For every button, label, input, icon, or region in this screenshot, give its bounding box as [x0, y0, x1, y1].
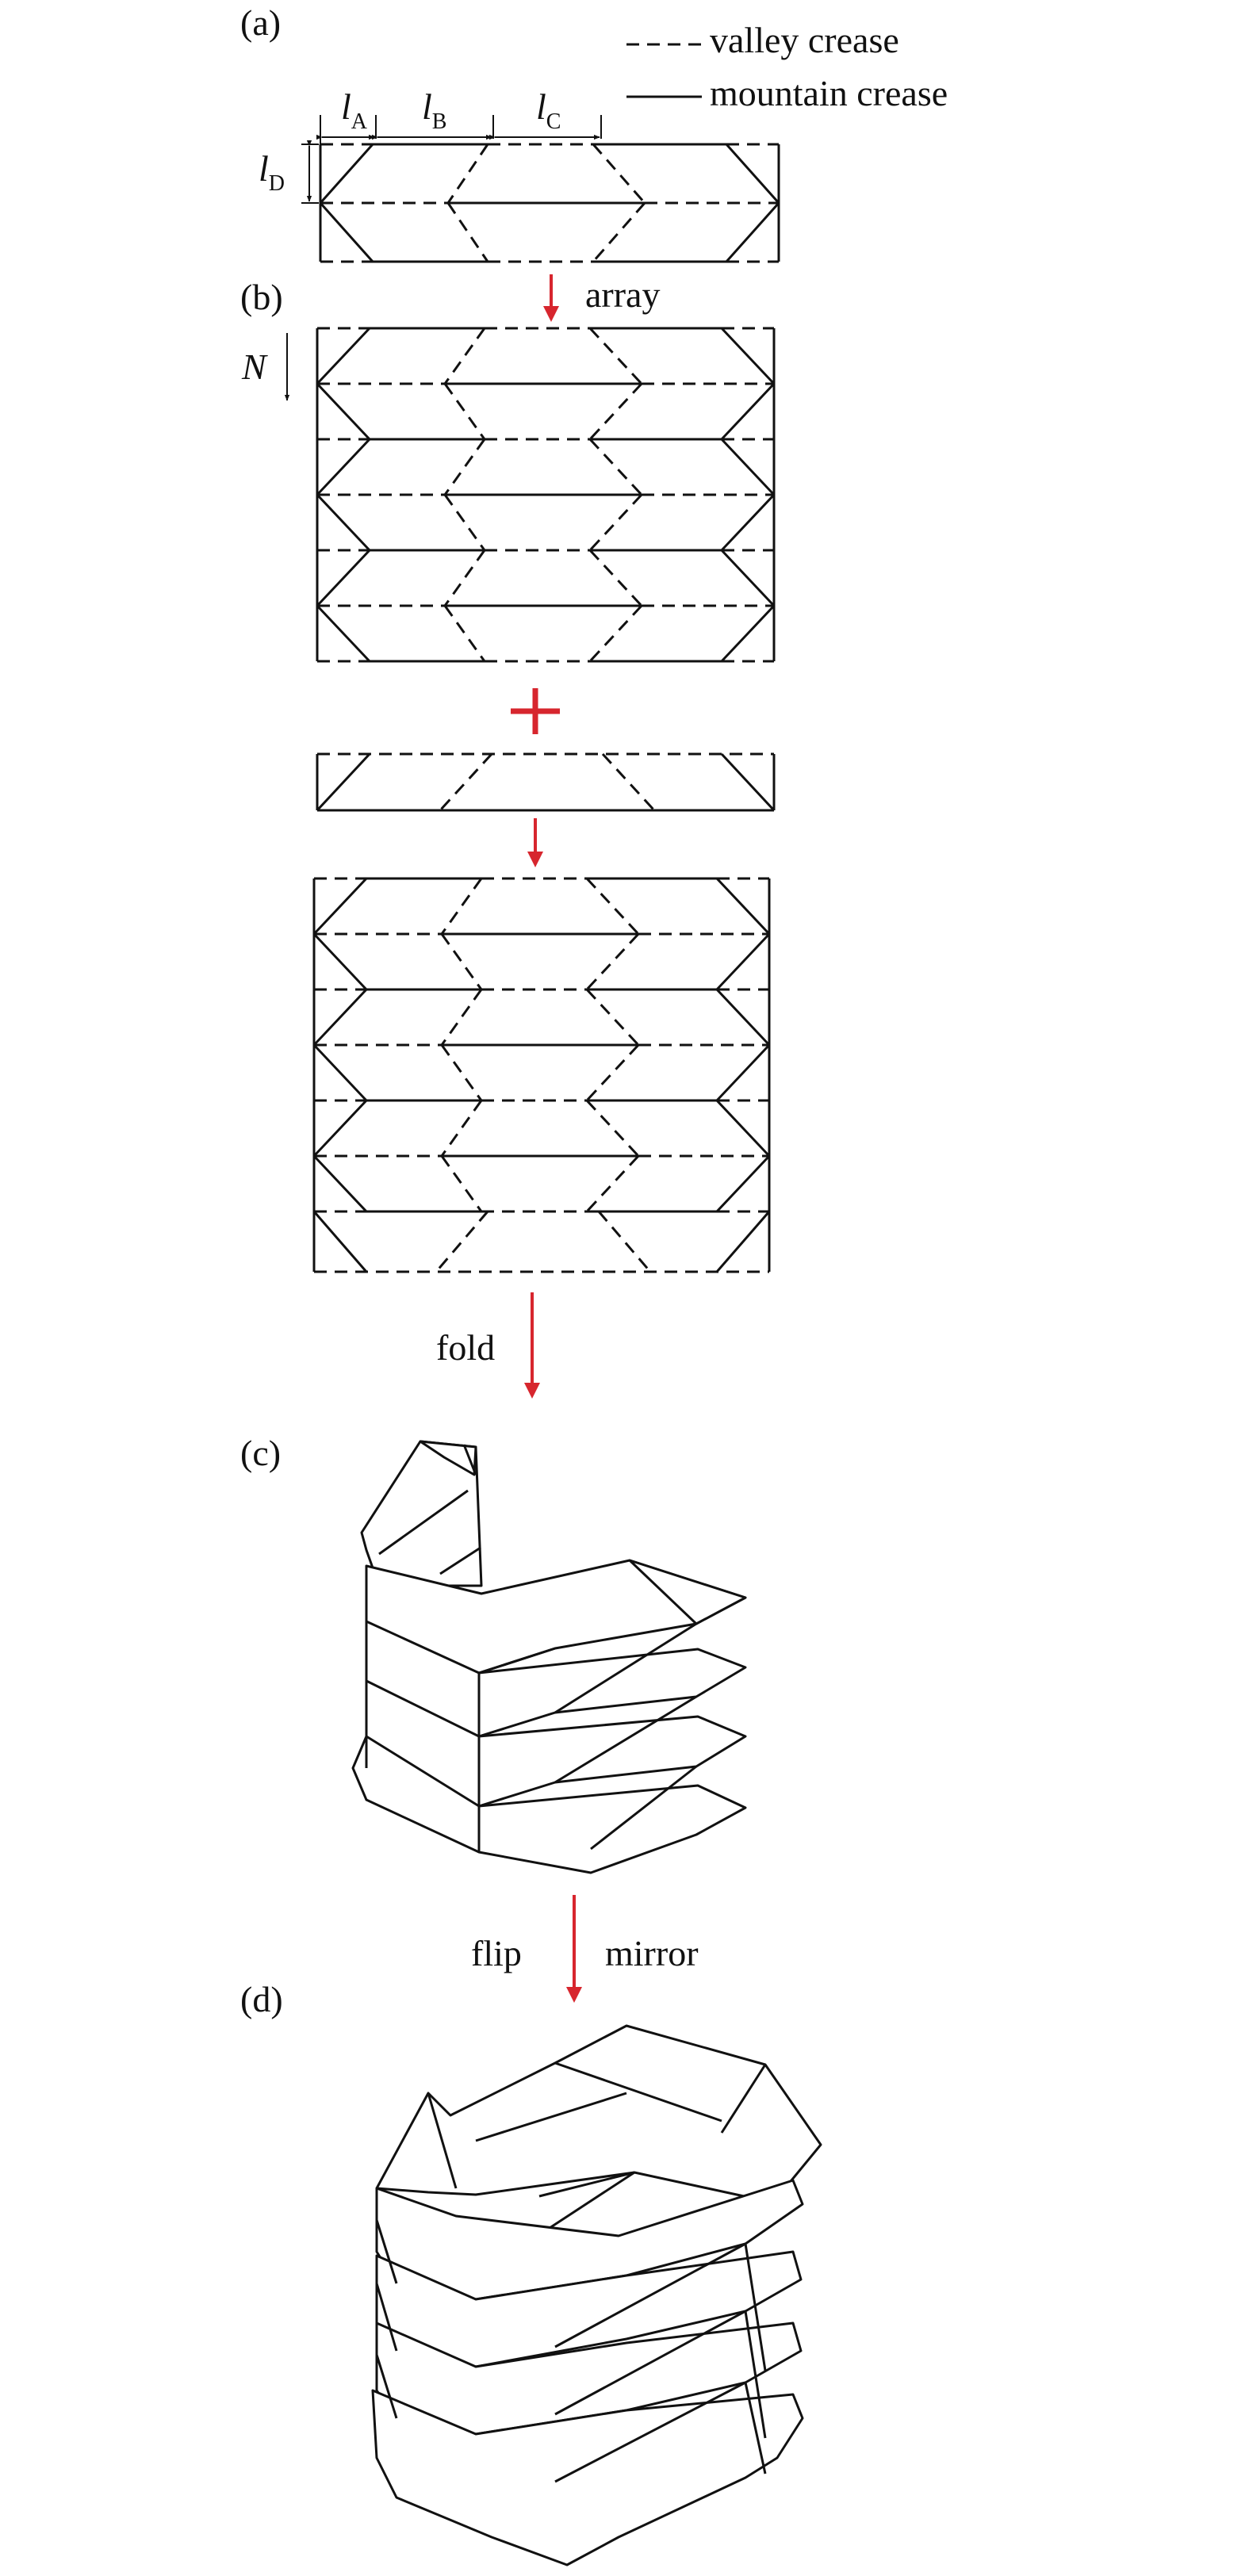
mountain-crease: [715, 1099, 771, 1158]
mountain-crease: [316, 752, 371, 812]
mountain-crease: [720, 327, 776, 385]
valley-crease: [446, 144, 489, 204]
valley-crease: [439, 752, 493, 812]
valley-crease: [588, 327, 643, 385]
mountain-crease: [720, 604, 776, 663]
valley-crease: [443, 494, 486, 551]
mountain-crease: [715, 988, 771, 1047]
mountain-crease: [312, 1154, 368, 1213]
mountain-crease: [316, 327, 371, 385]
mountain-crease: [312, 932, 368, 991]
dim-label-ld: lD: [259, 148, 285, 196]
mountain-crease: [316, 604, 371, 663]
valley-crease: [440, 933, 483, 990]
assembled-tube-model: [371, 2024, 822, 2566]
mountain-crease: [316, 549, 371, 607]
dim-label-la: lA: [341, 86, 368, 134]
dimension-labels: lA lB lC lD N: [241, 86, 561, 387]
valley-crease: [585, 988, 640, 1047]
crease-unit-a: [319, 143, 780, 263]
valley-crease: [601, 752, 656, 812]
step-label-array: array: [585, 274, 660, 315]
valley-crease: [588, 604, 643, 663]
mountain-crease: [725, 144, 780, 204]
legend-valley-label: valley crease: [710, 20, 899, 60]
plus-sign: [511, 688, 560, 734]
valley-crease: [585, 877, 640, 936]
step-label-flip: flip: [471, 1933, 522, 1973]
dimension-arrows: [284, 115, 602, 401]
mountain-crease: [312, 1099, 368, 1158]
mountain-crease: [316, 493, 371, 552]
mountain-crease: [720, 752, 776, 812]
valley-crease: [443, 438, 486, 496]
valley-crease: [443, 605, 486, 662]
mountain-crease: [715, 1043, 771, 1102]
dim-label-lb: lB: [422, 86, 446, 134]
panel-label-c: (c): [240, 1433, 281, 1473]
step-label-fold: fold: [436, 1327, 495, 1368]
valley-crease: [446, 202, 489, 262]
valley-crease: [443, 383, 486, 440]
valley-crease: [588, 549, 643, 607]
mountain-crease: [715, 1154, 771, 1213]
dim-label-lc: lC: [536, 86, 561, 134]
step-label-mirror: mirror: [605, 1933, 699, 1973]
valley-crease: [585, 1154, 640, 1213]
valley-crease: [592, 202, 646, 262]
valley-crease: [588, 493, 643, 552]
valley-crease: [440, 1100, 483, 1157]
mountain-crease: [316, 438, 371, 496]
valley-crease: [440, 989, 483, 1046]
mountain-crease: [720, 438, 776, 496]
valley-crease: [440, 1044, 483, 1101]
mountain-crease: [312, 877, 368, 936]
panel-label-d: (d): [240, 1979, 283, 2019]
dim-label-n: N: [241, 346, 268, 387]
mountain-crease: [720, 382, 776, 441]
valley-crease: [443, 549, 486, 607]
mountain-crease: [715, 1211, 771, 1273]
mountain-crease: [720, 493, 776, 552]
mountain-crease: [715, 877, 771, 936]
valley-crease: [592, 144, 646, 204]
valley-crease: [585, 932, 640, 991]
valley-crease: [588, 438, 643, 496]
mountain-crease: [715, 932, 771, 991]
mountain-crease: [316, 382, 371, 441]
valley-crease: [440, 878, 483, 935]
mountain-crease: [312, 1043, 368, 1102]
mountain-crease: [720, 549, 776, 607]
mountain-crease: [312, 988, 368, 1047]
crease-array-combined: [312, 877, 771, 1273]
valley-crease: [597, 1211, 652, 1273]
legend: valley crease mountain crease: [626, 20, 948, 113]
mountain-crease: [319, 202, 374, 262]
valley-crease: [440, 1155, 483, 1212]
legend-mountain-label: mountain crease: [710, 73, 948, 113]
valley-crease: [585, 1099, 640, 1158]
folded-half-model: [351, 1440, 747, 1874]
mountain-crease: [725, 202, 780, 262]
mountain-crease: [319, 144, 374, 204]
crease-extra-strip: [316, 752, 776, 812]
crease-array-b: [316, 327, 776, 663]
panel-label-b: (b): [240, 277, 283, 317]
mountain-crease: [312, 1211, 368, 1273]
valley-crease: [588, 382, 643, 441]
valley-crease: [443, 327, 486, 385]
panel-label-a: (a): [240, 2, 281, 43]
valley-crease: [585, 1043, 640, 1102]
valley-crease: [435, 1211, 489, 1273]
